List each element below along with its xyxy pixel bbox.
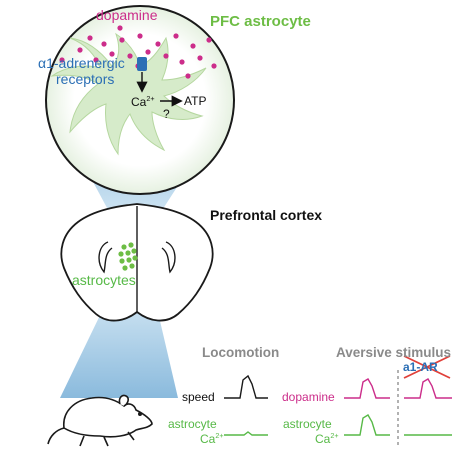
- dopamine-label: dopamine: [96, 7, 158, 23]
- astro-label-aversive-line1: astrocyte: [283, 417, 332, 431]
- dopamine-dots: [59, 25, 217, 79]
- locomotion-heading: Locomotion: [202, 345, 280, 360]
- astro-label-locomotion-line2: Ca2+: [200, 431, 224, 446]
- astro-label-aversive-line2: Ca2+: [315, 431, 339, 446]
- atp-label: ATP: [184, 94, 207, 108]
- astrocytes-label: astrocytes: [72, 272, 136, 288]
- astrocyte-cell: [50, 32, 207, 156]
- left-ventricle: [98, 241, 113, 274]
- dopamine-trace-aversive: [344, 378, 390, 399]
- dopamine-trace-blocked: [404, 378, 452, 399]
- prefrontal-cortex-title: Prefrontal cortex: [210, 207, 323, 223]
- question-mark: ?: [163, 107, 170, 121]
- alpha1-receptor: [137, 57, 147, 71]
- receptor-label-line2: receptors: [56, 71, 115, 87]
- receptor-block-cross: [403, 355, 451, 379]
- right-ventricle: [161, 241, 176, 274]
- brain-astrocyte-dots: [118, 242, 138, 271]
- mouse-illustration: [47, 394, 153, 447]
- pfc-astrocyte-title: PFC astrocyte: [210, 13, 311, 30]
- receptor-label-line1: α1-adrenergic: [38, 55, 125, 71]
- speed-trace: [224, 374, 268, 399]
- astro-trace-locomotion: [224, 431, 268, 436]
- astro-trace-aversive: [344, 414, 390, 436]
- speed-label: speed: [182, 390, 215, 404]
- calcium-label: Ca2+: [131, 94, 155, 109]
- aversive-heading: Aversive stimulus: [336, 345, 452, 360]
- astro-label-locomotion-line1: astrocyte: [168, 417, 217, 431]
- blocked-receptor-label: a1-AR: [403, 360, 438, 374]
- dopamine-trace-label: dopamine: [282, 390, 335, 404]
